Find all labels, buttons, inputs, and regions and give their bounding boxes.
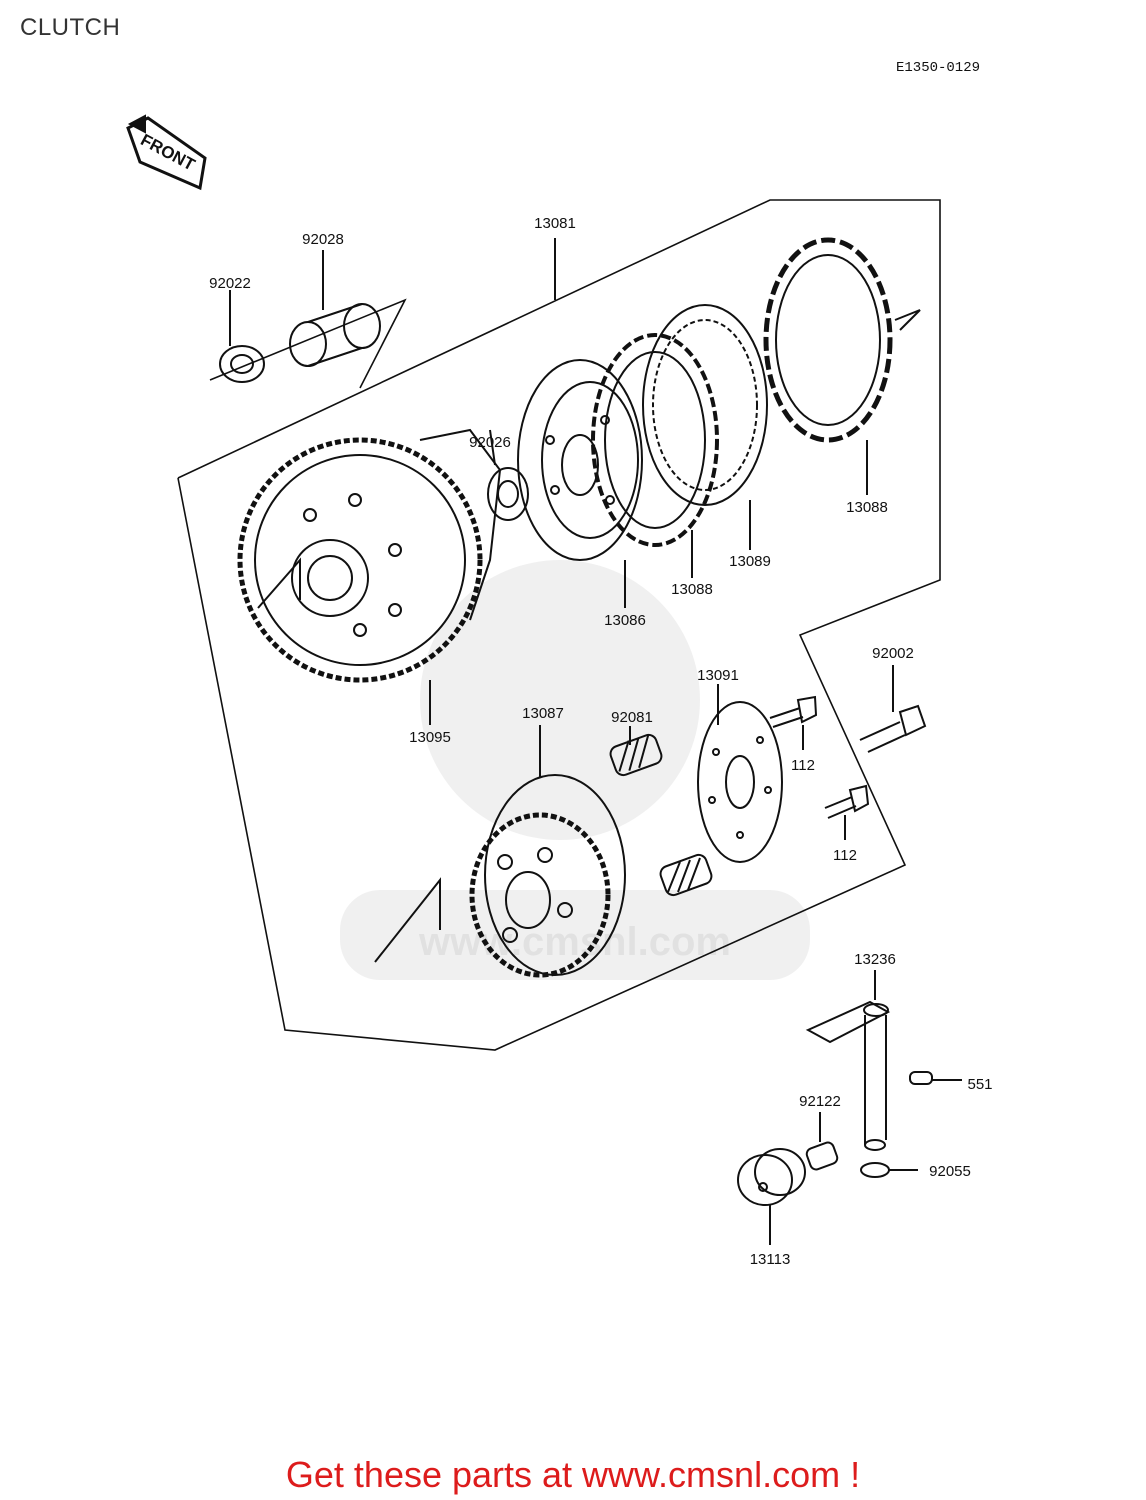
part-13091-plate — [697, 684, 783, 863]
label-92081: 92081 — [611, 709, 653, 726]
front-arrow-icon: FRONT — [126, 114, 207, 191]
part-13087-gear — [374, 725, 626, 978]
part-92122-collar — [805, 1112, 839, 1171]
diagram-code: E1350-0129 — [896, 60, 981, 76]
assembly-outline — [177, 199, 941, 1051]
label-92122: 92122 — [799, 1093, 841, 1110]
part-92026-washer — [487, 429, 529, 521]
part-13088-friction-plate-1 — [591, 333, 719, 578]
watermark-text: www.cmsnl.com — [418, 920, 731, 964]
part-labels: 13081 92028 92022 92026 13088 13089 1308… — [209, 215, 992, 1268]
part-13086-hub — [517, 359, 643, 608]
label-92022: 92022 — [209, 275, 251, 292]
label-13113: 13113 — [750, 1251, 791, 1268]
label-13086: 13086 — [604, 612, 646, 629]
part-92055-ring — [860, 1162, 918, 1178]
page-title: CLUTCH — [20, 14, 121, 41]
label-92002: 92002 — [872, 645, 914, 662]
part-92081-spring — [609, 726, 713, 897]
label-112-upper: 112 — [791, 757, 815, 774]
label-13088-front: 13088 — [671, 581, 713, 598]
label-13089: 13089 — [729, 553, 771, 570]
label-13091: 13091 — [697, 667, 739, 684]
label-112-lower: 112 — [833, 847, 857, 864]
spacer-outline — [209, 298, 407, 389]
part-92028-collar — [289, 250, 381, 367]
front-label: FRONT — [137, 130, 198, 175]
label-92026: 92026 — [469, 434, 511, 451]
label-13095: 13095 — [409, 729, 451, 746]
part-13236-lever — [805, 970, 891, 1151]
label-551: 551 — [967, 1076, 992, 1093]
label-13088-rear: 13088 — [846, 499, 888, 516]
part-551-pin — [909, 1071, 962, 1085]
part-13088-friction-plate-2 — [763, 237, 921, 495]
label-13236: 13236 — [854, 951, 896, 968]
label-13081: 13081 — [534, 215, 576, 232]
part-112-bolt-a — [769, 695, 818, 750]
promo-link[interactable]: Get these parts at www.cmsnl.com ! — [285, 1454, 861, 1495]
label-92055: 92055 — [929, 1163, 971, 1180]
part-13089-steel-plate — [642, 304, 768, 550]
part-13113-bearing — [737, 1148, 806, 1245]
part-92002-bolt — [859, 665, 927, 753]
label-92028: 92028 — [302, 231, 344, 248]
label-13087: 13087 — [522, 705, 564, 722]
part-13095-gear — [237, 428, 502, 725]
part-112-bolt-b — [824, 784, 870, 840]
part-92022-washer — [219, 290, 265, 383]
exploded-parts-diagram: www.cmsnl.com FRONT — [126, 114, 993, 1268]
